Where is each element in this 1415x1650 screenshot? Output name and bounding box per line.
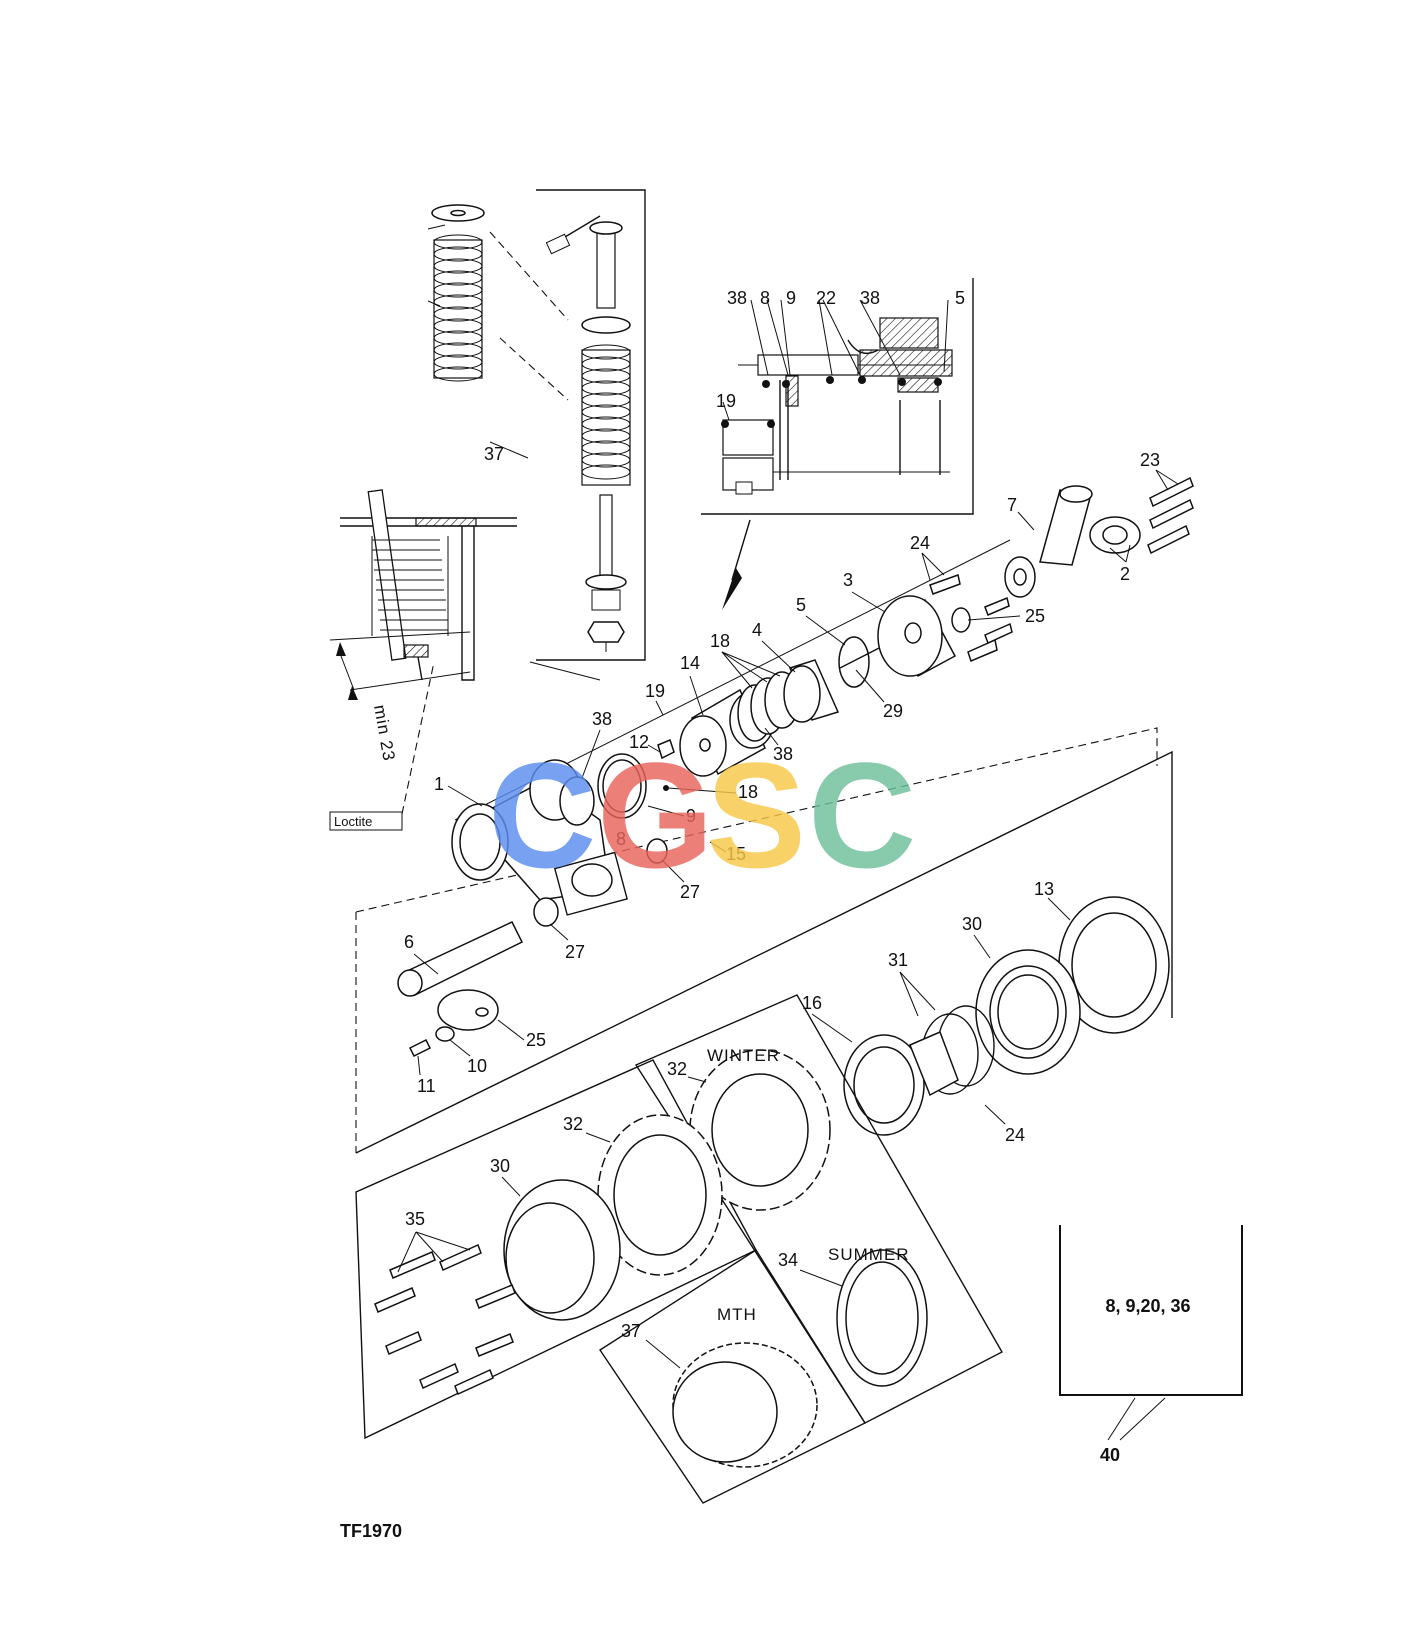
callout-3: 3 <box>843 570 853 590</box>
summer-label: SUMMER <box>828 1245 910 1264</box>
callout-32: 32 <box>563 1114 583 1134</box>
callout-4: 4 <box>752 620 762 640</box>
callout-23: 25 <box>526 1030 546 1050</box>
sprocket-section <box>355 994 1003 1504</box>
callout-33: 34 <box>778 1250 798 1270</box>
callout-32-winter: 32 <box>667 1059 687 1079</box>
drive-hub-28 <box>503 1179 621 1321</box>
callout-6: 6 <box>404 932 414 952</box>
callout-5: 5 <box>796 595 806 615</box>
kit-number: 40 <box>1100 1445 1120 1465</box>
callout-36: 38 <box>592 709 612 729</box>
callout-21: 23 <box>1140 450 1160 470</box>
callout-9-inset: 9 <box>786 288 796 308</box>
figure-id: TF1970 <box>340 1521 402 1541</box>
cover-plate-3 <box>877 595 957 678</box>
mth-label: MTH <box>717 1305 757 1324</box>
seal-section-inset <box>701 278 974 610</box>
callout-14: 14 <box>680 653 700 673</box>
callout-34: 35 <box>405 1209 425 1229</box>
pin-6 <box>397 921 524 1058</box>
callout-31: 31 <box>888 950 908 970</box>
callout-9: 9 <box>686 806 696 826</box>
callout-1: 1 <box>434 774 444 794</box>
kit-box-contents: 8, 9,20, 36 <box>1105 1296 1190 1316</box>
kit-box: 8, 9,20, 36 40 <box>1059 1225 1243 1465</box>
callout-8-inset: 8 <box>760 288 770 308</box>
watermark-letter-s: S <box>706 731 806 899</box>
watermark: C G S C <box>488 731 916 899</box>
callout-36-inset-b: 38 <box>860 288 880 308</box>
callout-30: 30 <box>962 914 982 934</box>
callout-37: 37 <box>621 1321 641 1341</box>
bolts-34 <box>374 1243 516 1396</box>
callout-18: 18 <box>738 782 758 802</box>
callouts: 37 38 8 9 22 38 5 19 23 7 2 24 3 25 5 4 … <box>397 224 1179 1369</box>
callout-19: 19 <box>645 681 665 701</box>
callout-10: 10 <box>467 1056 487 1076</box>
callout-28: 30 <box>490 1156 510 1176</box>
bushing-27b <box>533 897 559 927</box>
watermark-letter-c1: C <box>488 731 596 899</box>
mth-hub-37 <box>672 1342 818 1468</box>
callout-27b: 27 <box>565 942 585 962</box>
sprocket-32 <box>597 1114 723 1276</box>
spring-assembly <box>545 215 631 652</box>
spring-stack-38 <box>431 204 485 382</box>
callout-8: 8 <box>616 829 626 849</box>
exploded-main-assembly <box>355 476 1194 1154</box>
callout-22: 24 <box>910 533 930 553</box>
callout-36-inset-a: 38 <box>727 288 747 308</box>
callout-5-inset: 5 <box>955 288 965 308</box>
callout-35: 37 <box>484 444 504 464</box>
callout-19-inset: 19 <box>716 391 736 411</box>
callout-7: 7 <box>1007 495 1017 515</box>
callout-2: 2 <box>1120 564 1130 584</box>
bushing-27 <box>646 838 668 864</box>
callout-20: 18 <box>710 631 730 651</box>
callout-36b: 38 <box>773 744 793 764</box>
loctite-label: Loctite <box>334 814 372 829</box>
callout-20-inset: 22 <box>816 288 836 308</box>
o-ring-36 <box>559 776 595 826</box>
callout-11: 11 <box>417 1076 436 1096</box>
min-dimension-label: min 23 <box>370 703 399 762</box>
winter-label: WINTER <box>707 1046 780 1065</box>
callout-12: 12 <box>629 732 649 752</box>
winter-sprocket-32 <box>689 1049 831 1211</box>
callout-27: 27 <box>680 882 700 902</box>
callout-15: 15 <box>726 844 746 864</box>
watermark-letter-g: G <box>597 731 714 899</box>
watermark-letter-c2: C <box>808 731 916 899</box>
callout-24: 24 <box>1005 1125 1025 1145</box>
callout-25: 25 <box>1025 606 1045 626</box>
callout-16: 16 <box>802 993 822 1013</box>
callout-13: 13 <box>1034 879 1054 899</box>
callout-29: 29 <box>883 701 903 721</box>
